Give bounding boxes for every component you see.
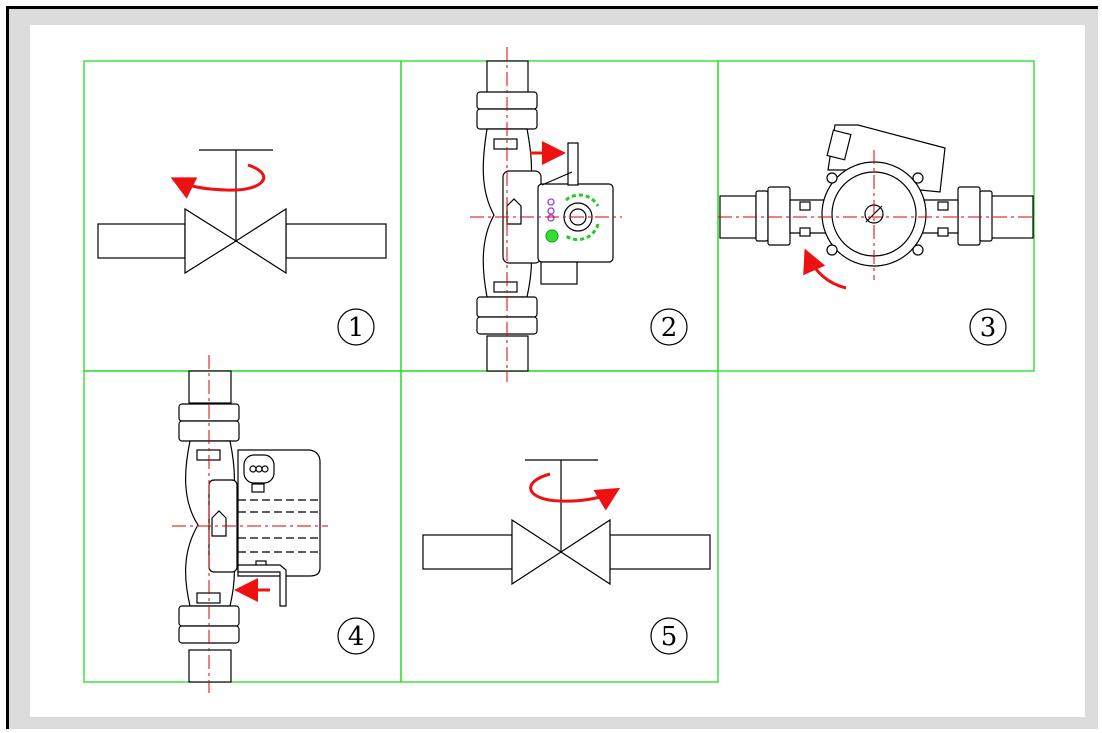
svg-text:1: 1 (348, 313, 365, 343)
panel-3-rotation-arrow (803, 248, 847, 290)
panel-5-rotation-arrow (529, 472, 621, 511)
svg-text:4: 4 (348, 622, 365, 652)
panel-1-valve (97, 149, 387, 275)
svg-text:3: 3 (980, 313, 997, 343)
panel-1-rotation-arrow (170, 163, 266, 199)
panel-number-4: 4 (337, 617, 375, 655)
svg-text:5: 5 (661, 622, 678, 652)
panel-number-5: 5 (650, 617, 688, 655)
panel-grid (83, 60, 1035, 683)
panel-number-3: 3 (969, 308, 1007, 346)
panel-number-2: 2 (650, 308, 688, 346)
svg-text:2: 2 (661, 313, 678, 343)
panel-3-pump-top (719, 124, 1034, 267)
panel-2-leds (547, 193, 600, 242)
panel-number-1: 1 (337, 308, 375, 346)
panel-2-pump-front (476, 60, 614, 372)
panel-5-valve (422, 459, 711, 586)
